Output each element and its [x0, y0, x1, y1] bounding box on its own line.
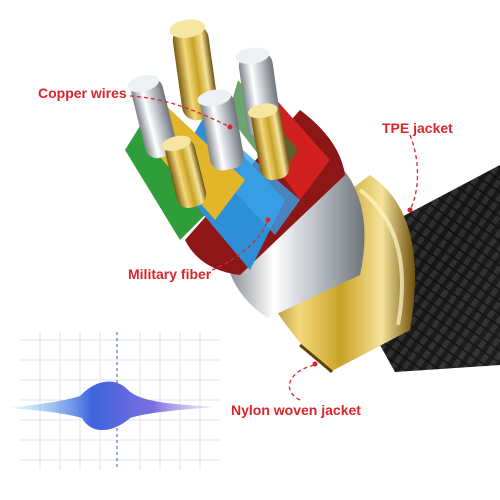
nylon-woven-jacket-label: Nylon woven jacket [231, 402, 361, 418]
callout-lines [129, 95, 419, 401]
copper-wires-pointer [129, 95, 229, 127]
nylon-jacket-pointer [288, 364, 316, 401]
copper-wire-tips [127, 19, 290, 208]
signal-graph [10, 332, 220, 470]
tpe-jacket-pointer [409, 134, 419, 211]
copper-wires-label: Copper wires [38, 85, 127, 101]
silver-ring [225, 165, 365, 318]
military-fiber-pointer [211, 219, 269, 271]
military-fiber-label: Military fiber [128, 266, 212, 282]
tpe-jacket-label: TPE jacket [382, 120, 453, 136]
